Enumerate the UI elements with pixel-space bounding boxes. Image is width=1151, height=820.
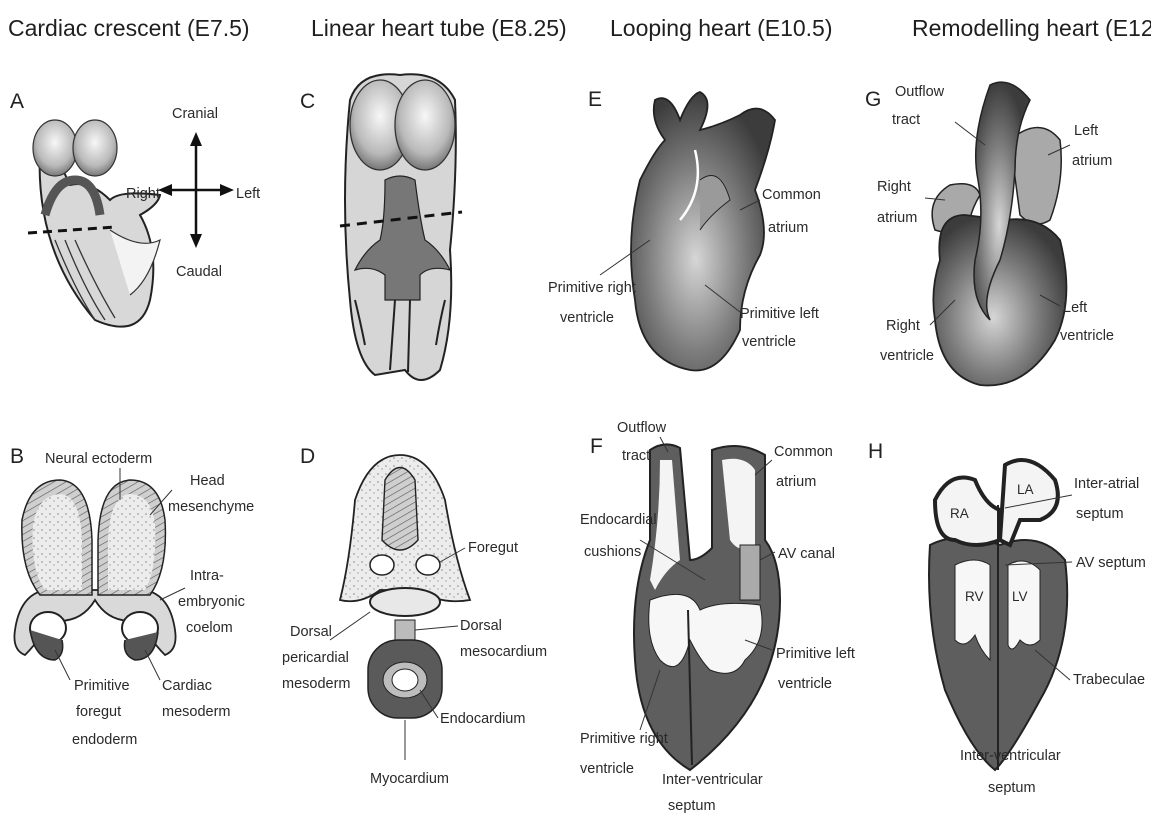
label-myocardium: Myocardium <box>370 771 449 787</box>
label-h-la: LA <box>1017 482 1034 497</box>
panel-a-embryo-drawing <box>28 120 160 327</box>
panel-h: H RA LA RV LV Inter-atrial septum AV sep… <box>868 440 1146 796</box>
label-g-rv-line1: Right <box>886 318 920 334</box>
label-g-la-line2: atrium <box>1072 153 1112 169</box>
label-dorsal-peri-line3: mesoderm <box>282 676 351 692</box>
label-neural-ectoderm: Neural ectoderm <box>45 451 152 467</box>
panel-e-heart-drawing <box>631 92 775 371</box>
label-e-common-line1: Common <box>762 187 821 203</box>
axis-label-caudal: Caudal <box>176 264 222 280</box>
label-f-endo-line2: cushions <box>584 544 641 560</box>
label-g-outflow-line1: Outflow <box>895 84 945 100</box>
panel-letter-b: B <box>10 445 24 468</box>
label-g-rv-line2: ventricle <box>880 348 934 364</box>
panel-letter-d: D <box>300 445 315 468</box>
panel-d-section-drawing <box>340 455 470 718</box>
axis-label-left: Left <box>236 186 260 202</box>
label-f-av-canal: AV canal <box>778 546 835 562</box>
label-g-la-line1: Left <box>1074 123 1098 139</box>
axis-label-cranial: Cranial <box>172 106 218 122</box>
label-g-ra-line1: Right <box>877 179 911 195</box>
panel-g: G Outflow tract Left atrium Right atrium… <box>865 82 1114 385</box>
label-g-lv-line2: ventricle <box>1060 328 1114 344</box>
label-e-prv-line1: Primitive right <box>548 280 636 296</box>
label-dorsal-peri-line1: Dorsal <box>290 624 332 640</box>
label-intra-line3: coelom <box>186 620 233 636</box>
label-g-lv-line1: Left <box>1063 300 1087 316</box>
label-f-common-line2: atrium <box>776 474 816 490</box>
label-e-plv-line2: ventricle <box>742 334 796 350</box>
panel-letter-g: G <box>865 88 881 111</box>
panel-b: B Neural ectoderm Head mesenchyme Intra-… <box>10 445 254 748</box>
column-title-looping-heart: Looping heart (E10.5) <box>610 15 833 41</box>
label-f-endo-line1: Endocardial <box>580 512 657 528</box>
panel-letter-f: F <box>590 435 603 458</box>
label-primitive-line1: Primitive <box>74 678 130 694</box>
label-head-line2: mesenchyme <box>168 499 254 515</box>
label-f-outflow-line2: tract <box>622 448 650 464</box>
panel-d: D Foregut Dorsal pericardial mesoderm Do… <box>282 445 547 787</box>
label-h-av-septum: AV septum <box>1076 555 1146 571</box>
label-g-ra-line2: atrium <box>877 210 917 226</box>
label-f-prv-line1: Primitive right <box>580 731 668 747</box>
label-cardiac-line2: mesoderm <box>162 704 231 720</box>
label-f-ivs-line2: septum <box>668 798 716 814</box>
panel-f: F Outflow tract Common atrium Endocardia… <box>580 420 855 814</box>
panel-letter-e: E <box>588 88 602 111</box>
label-h-ia-line1: Inter-atrial <box>1074 476 1139 492</box>
panel-g-heart-drawing <box>932 82 1066 385</box>
label-dorsal-meso-line2: mesocardium <box>460 644 547 660</box>
panel-c: C <box>300 74 462 380</box>
label-h-lv: LV <box>1012 589 1028 604</box>
label-primitive-line2: foregut <box>76 704 121 720</box>
column-title-remodelling-heart: Remodelling heart (E12.5) <box>912 15 1151 41</box>
panel-c-embryo-drawing <box>340 74 462 380</box>
label-e-plv-line1: Primitive left <box>740 306 819 322</box>
panel-a: A Cranial Caudal Right Left <box>10 90 260 327</box>
label-foregut: Foregut <box>468 540 518 556</box>
label-e-common-line2: atrium <box>768 220 808 236</box>
label-dorsal-meso-line1: Dorsal <box>460 618 502 634</box>
panel-letter-a: A <box>10 90 24 113</box>
label-intra-line1: Intra- <box>190 568 224 584</box>
panel-f-section-drawing <box>634 444 780 770</box>
label-f-plv-line2: ventricle <box>778 676 832 692</box>
label-f-ivs-line1: Inter-ventricular <box>662 772 763 788</box>
label-intra-line2: embryonic <box>178 594 245 610</box>
label-dorsal-peri-line2: pericardial <box>282 650 349 666</box>
label-e-prv-line2: ventricle <box>560 310 614 326</box>
label-primitive-line3: endoderm <box>72 732 137 748</box>
panel-letter-h: H <box>868 440 883 463</box>
panel-e: E Common atrium Primitive right ventricl… <box>548 88 821 371</box>
column-title-cardiac-crescent: Cardiac crescent (E7.5) <box>8 15 250 41</box>
label-f-plv-line1: Primitive left <box>776 646 855 662</box>
label-cardiac-line1: Cardiac <box>162 678 212 694</box>
label-h-trabeculae: Trabeculae <box>1073 672 1145 688</box>
label-h-ivs-line1: Inter-ventricular <box>960 748 1061 764</box>
panel-letter-c: C <box>300 90 315 113</box>
panel-b-section-drawing <box>14 480 175 660</box>
panel-a-axis-cross <box>158 132 234 248</box>
label-head-line1: Head <box>190 473 225 489</box>
label-f-prv-line2: ventricle <box>580 761 634 777</box>
axis-label-right: Right <box>126 186 160 202</box>
label-g-outflow-line2: tract <box>892 112 920 128</box>
label-h-ia-line2: septum <box>1076 506 1124 522</box>
label-endocardium: Endocardium <box>440 711 525 727</box>
column-title-linear-heart-tube: Linear heart tube (E8.25) <box>311 15 567 41</box>
label-f-outflow-line1: Outflow <box>617 420 667 436</box>
label-f-common-line1: Common <box>774 444 833 460</box>
label-h-ra: RA <box>950 506 969 521</box>
label-h-rv: RV <box>965 589 984 604</box>
label-h-ivs-line2: septum <box>988 780 1036 796</box>
